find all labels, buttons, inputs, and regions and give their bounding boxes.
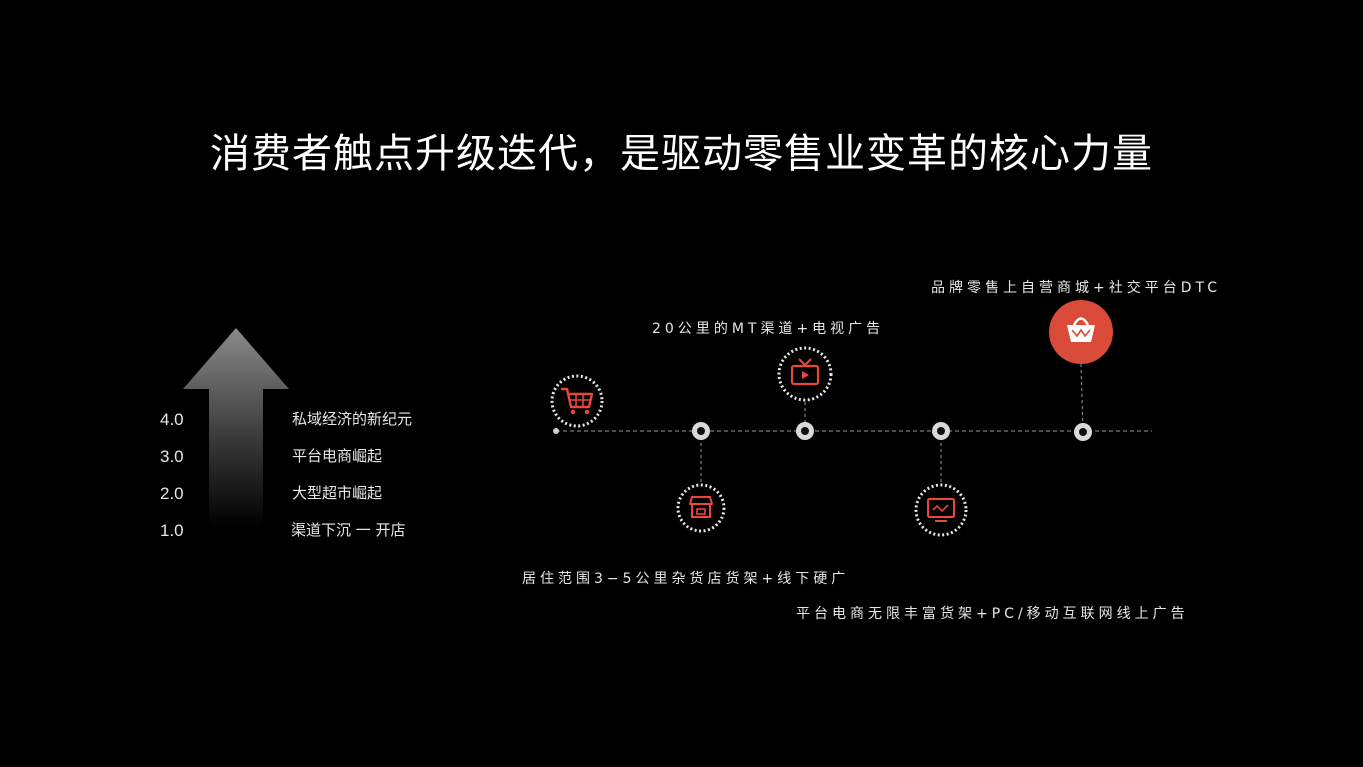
shopping-bag-icon [1049,300,1113,364]
stage-channel-store: 渠道下沉 一 开店 [291,521,406,539]
store-icon [676,483,726,533]
connector-bag [1080,363,1084,432]
timeline-node [692,422,710,440]
level-2: 2.0 [160,484,184,503]
stage-supermarket: 大型超市崛起 [292,484,383,502]
level-3: 3.0 [160,447,184,466]
level-1: 1.0 [160,521,184,540]
stage-private-domain: 私域经济的新纪元 [292,410,413,428]
timeline-start-dot [553,428,559,434]
timeline-node [796,422,814,440]
monitor-icon [914,483,968,537]
timeline-node [1074,423,1092,441]
upgrade-arrow-icon [183,328,289,528]
shopping-cart-icon [550,374,604,428]
timeline-node [932,422,950,440]
stage-platform-ecommerce: 平台电商崛起 [292,447,383,465]
label-brand-dtc: 品牌零售上自营商城+社交平台DTC [931,280,1222,296]
tv-icon [777,346,833,402]
label-ecommerce: 平台电商无限丰富货架+PC/移动互联网线上广告 [796,606,1189,622]
label-mt-tv: 20公里的MT渠道+电视广告 [652,321,885,337]
label-local-store: 居住范围3−5公里杂货店货架+线下硬广 [522,571,850,587]
page-title: 消费者触点升级迭代，是驱动零售业变革的核心力量 [210,131,1153,177]
level-4: 4.0 [160,410,184,429]
